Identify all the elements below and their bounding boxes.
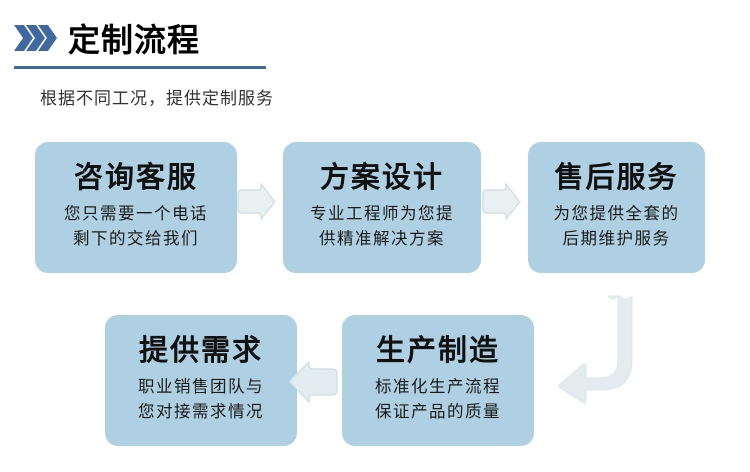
flow-step-title: 咨询客服 [73, 161, 198, 194]
flow-step-card[interactable]: 提供需求 职业销售团队与 您对接需求情况 [105, 315, 297, 446]
page-header: 定制流程 [14, 16, 294, 69]
flow-step-line: 专业工程师为您提 [310, 203, 454, 223]
flow-step-card[interactable]: 方案设计 专业工程师为您提 供精准解决方案 [283, 142, 481, 273]
flow-step-line: 您只需要一个电话 [64, 203, 208, 223]
flow-step-line: 剩下的交给我们 [73, 229, 199, 249]
title-underline [14, 66, 266, 69]
flow-step-line: 供精准解决方案 [319, 229, 445, 249]
flow-step-title: 售后服务 [554, 161, 679, 194]
header-row: 定制流程 [14, 16, 294, 64]
flow-step-title: 提供需求 [138, 334, 263, 367]
arrow-u-turn-down-left-icon [556, 288, 648, 409]
flow-step-line: 后期维护服务 [562, 229, 671, 249]
flow-step-card[interactable]: 生产制造 标准化生产流程 保证产品的质量 [342, 315, 534, 446]
page-subtitle: 根据不同工况，提供定制服务 [40, 89, 274, 108]
flow-step-line: 为您提供全套的 [553, 203, 680, 223]
flow-step-line: 职业销售团队与 [138, 376, 264, 396]
flow-step-title: 生产制造 [375, 334, 500, 367]
arrow-right-icon [236, 181, 276, 228]
flow-step-card[interactable]: 咨询客服 您只需要一个电话 剩下的交给我们 [35, 142, 237, 273]
arrow-right-icon [481, 181, 521, 228]
page-title: 定制流程 [68, 22, 201, 58]
flow-step-line: 保证产品的质量 [375, 402, 501, 422]
flow-step-title: 方案设计 [319, 161, 444, 194]
flow-step-card[interactable]: 售后服务 为您提供全套的 后期维护服务 [528, 142, 705, 273]
flow-step-line: 您对接需求情况 [138, 402, 264, 422]
flow-step-line: 标准化生产流程 [375, 376, 501, 396]
triple-chevron-right-icon [14, 24, 58, 56]
arrow-left-icon [288, 358, 340, 411]
